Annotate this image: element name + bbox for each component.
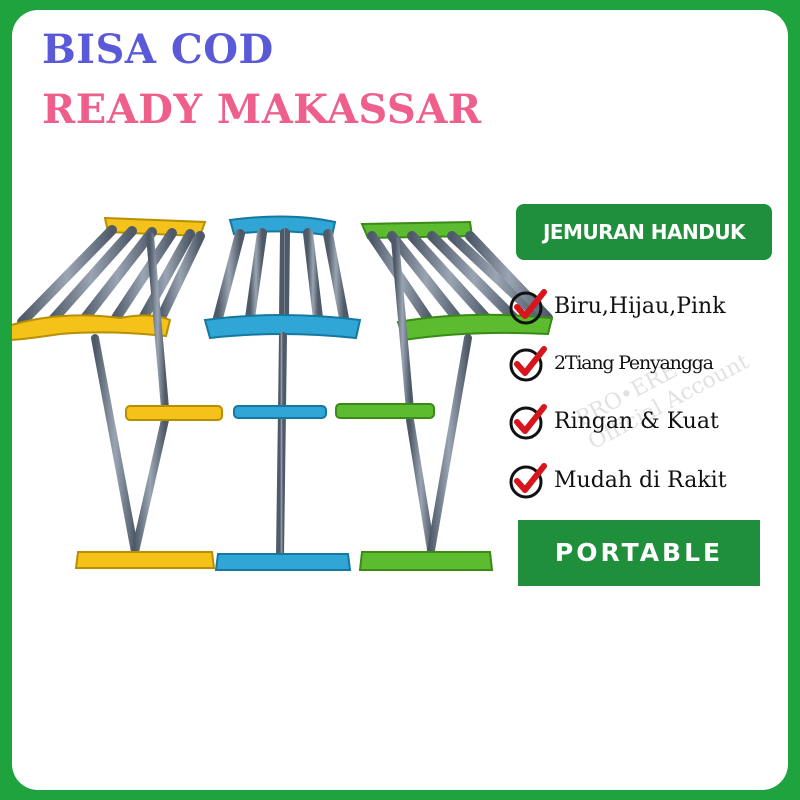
red-check-circle-icon <box>509 463 547 499</box>
red-check-circle-icon <box>509 404 547 440</box>
product-card: BISA COD READY MAKASSAR <box>12 10 788 790</box>
feature-text: 2Tiang Penyangga <box>554 352 714 374</box>
headline-ready-makassar: READY MAKASSAR <box>42 86 482 133</box>
badge-portable: PORTABLE <box>518 520 760 586</box>
rack-blue <box>203 215 362 571</box>
product-illustration <box>12 215 554 571</box>
rack-green <box>335 220 554 571</box>
feature-item: Ringan & Kuat <box>508 401 719 441</box>
badge-jemuran-handuk: JEMURAN HANDUK <box>516 204 772 260</box>
feature-text: Biru,Hijau,Pink <box>554 293 726 319</box>
red-check-circle-icon <box>509 346 547 382</box>
feature-text: Mudah di Rakit <box>554 467 727 493</box>
badge-jemuran-handuk-label: JEMURAN HANDUK <box>542 220 746 244</box>
headline-cod: BISA COD <box>42 26 274 73</box>
feature-item: Biru,Hijau,Pink <box>508 286 726 326</box>
badge-portable-label: PORTABLE <box>554 538 724 567</box>
red-check-circle-icon <box>509 289 547 325</box>
feature-text: Ringan & Kuat <box>554 408 719 434</box>
feature-item: 2Tiang Penyangga <box>508 343 714 383</box>
feature-item: Mudah di Rakit <box>508 460 727 500</box>
rack-yellow <box>12 216 223 569</box>
